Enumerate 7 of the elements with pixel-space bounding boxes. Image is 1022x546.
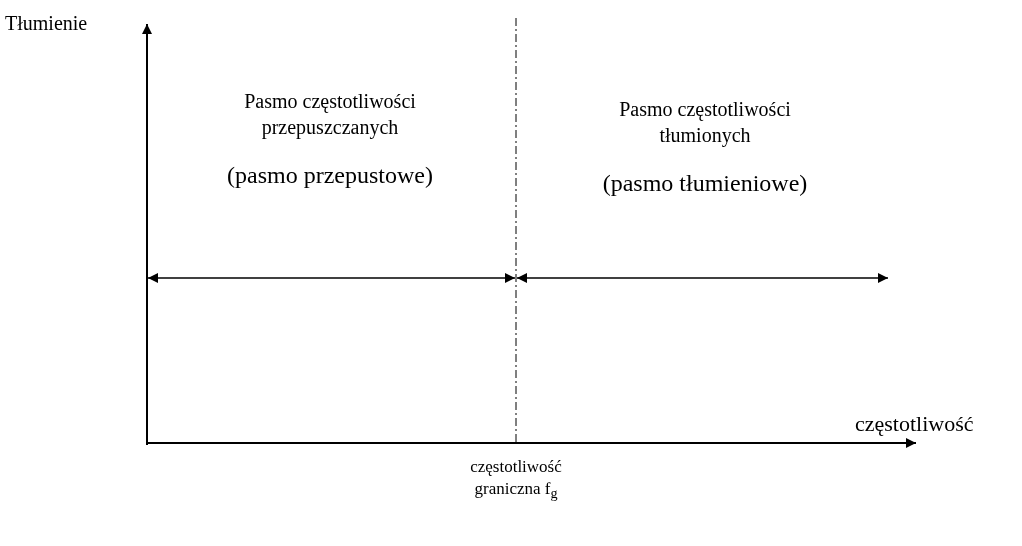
band-label: (pasmo tłumieniowe) [601, 169, 809, 198]
band-label: (pasmo przepustowe) [226, 161, 434, 190]
band-label: Pasmo częstotliwości przepuszczanych [243, 89, 417, 140]
cutoff-label: częstotliwość graniczna f$_{g}$ [469, 456, 563, 503]
band-label: Pasmo częstotliwości tłumionych [618, 97, 792, 148]
axis-label: częstotliwość [855, 410, 974, 438]
axis-label: Tłumienie [5, 11, 88, 36]
